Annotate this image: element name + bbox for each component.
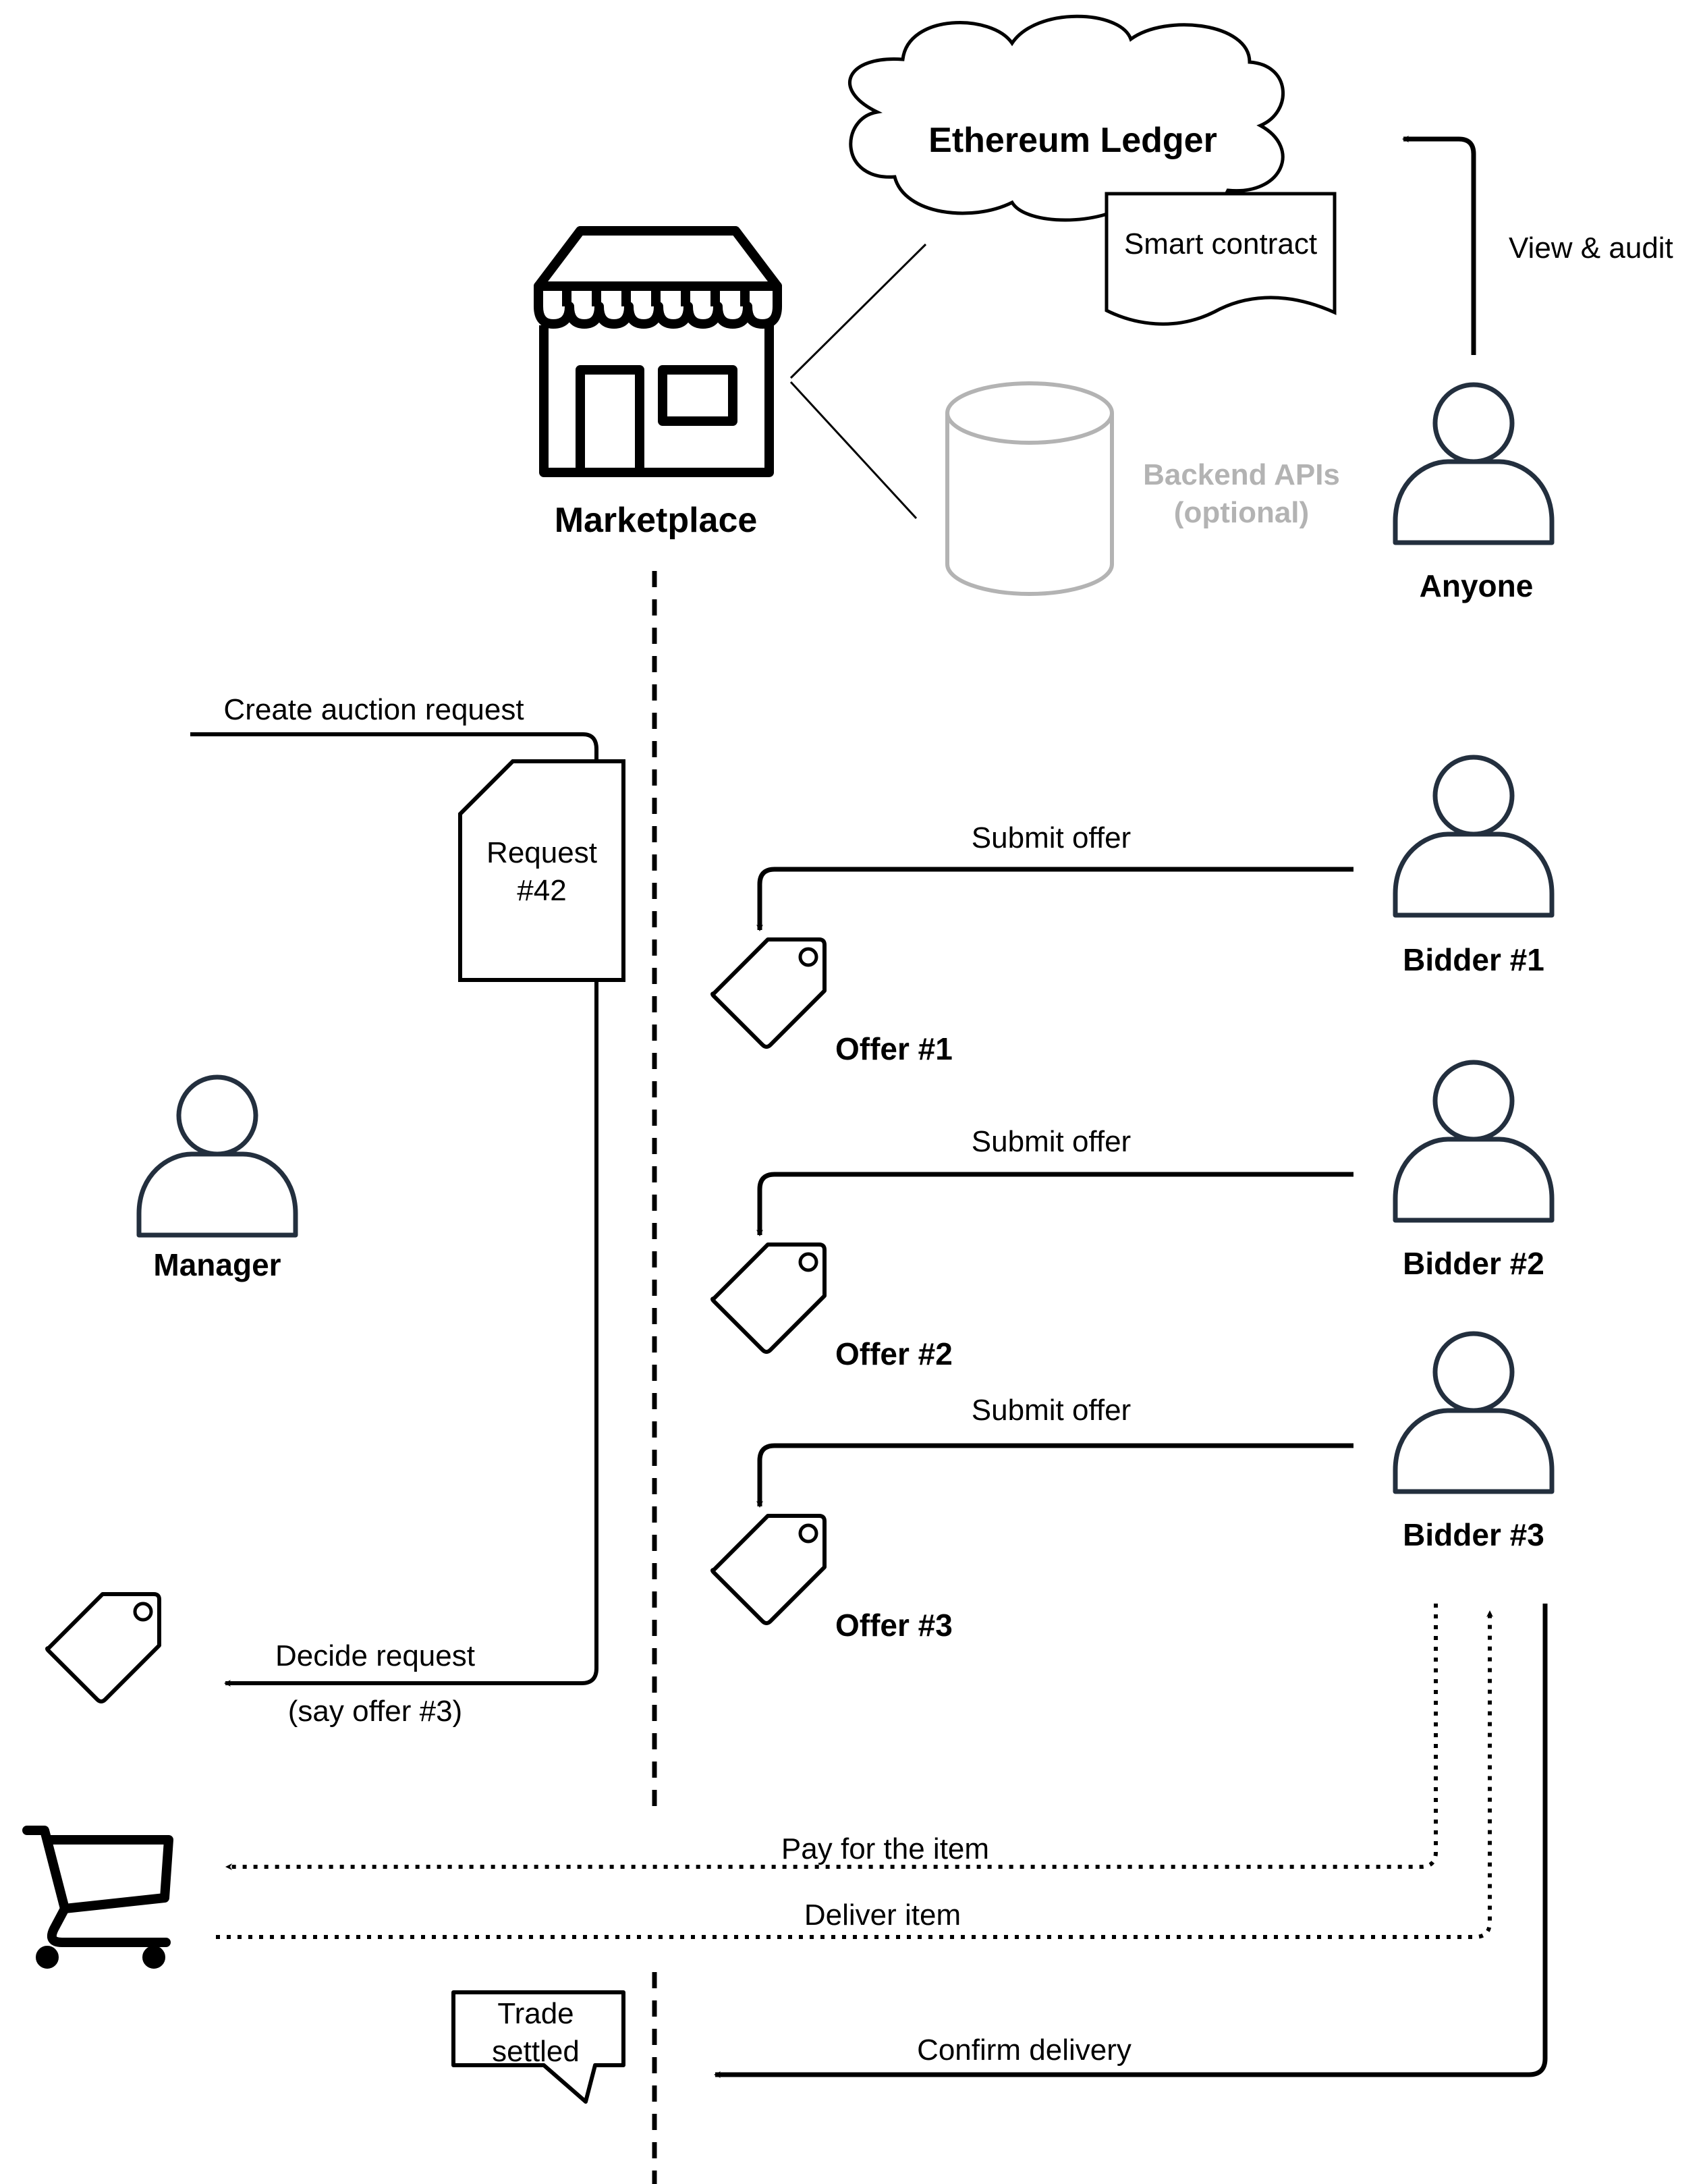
deliver-item-label: Deliver item <box>804 1899 961 1932</box>
shopping-cart-icon <box>22 1826 173 1969</box>
offer-1-label: Offer #1 <box>835 1031 953 1066</box>
cloud-title: Ethereum Ledger <box>928 121 1217 160</box>
trade-settled-callout: Trade settled <box>451 1990 625 2104</box>
offer-3-tag-icon <box>713 1516 825 1623</box>
bidder-3-submit-label: Submit offer <box>972 1394 1131 1427</box>
marketplace-label: Marketplace <box>555 501 758 540</box>
bidder-1-submit-label: Submit offer <box>972 821 1131 854</box>
create-request-line <box>190 732 598 763</box>
bidder-3-submit-arrow <box>756 1443 1353 1508</box>
decide-label-line1: Decide request <box>275 1639 475 1672</box>
manager-offer-tag-icon <box>47 1594 159 1701</box>
anyone-label: Anyone <box>1420 568 1534 603</box>
bidder-1-submit-arrow <box>756 867 1353 931</box>
bidder-1-person-icon <box>1395 757 1552 915</box>
bidder-2-submit-label: Submit offer <box>972 1125 1131 1158</box>
confirm-delivery-label: Confirm delivery <box>917 2033 1132 2067</box>
backend-apis-cylinder: Backend APIs (optional) <box>945 381 1340 596</box>
bidder-2-person-icon <box>1395 1062 1552 1220</box>
trade-settled-line1: Trade <box>497 1997 574 2030</box>
pay-for-item-label: Pay for the item <box>781 1832 989 1865</box>
request-title-line2: #42 <box>517 874 566 907</box>
offer-2-label: Offer #2 <box>835 1336 953 1371</box>
backend-label-line2: (optional) <box>1174 496 1309 529</box>
confirm-delivery-arrow <box>714 1604 1548 2078</box>
bidder-3-person-icon <box>1395 1334 1552 1492</box>
anyone-person-icon <box>1395 385 1552 543</box>
bidder-1-label: Bidder #1 <box>1403 942 1544 977</box>
view-audit-label: View & audit <box>1509 231 1673 265</box>
view-audit-arrow <box>1402 136 1476 355</box>
offer-3-label: Offer #3 <box>835 1608 953 1643</box>
smart-contract-doc: Smart contract <box>1105 192 1337 326</box>
manager-label: Manager <box>153 1247 281 1282</box>
ethereum-ledger-cloud: Ethereum Ledger <box>848 14 1285 222</box>
decide-label-line2: (say offer #3) <box>288 1695 462 1728</box>
decide-request-arrow <box>224 980 598 1687</box>
marketplace-store-icon <box>534 226 782 477</box>
request-document: Request #42 <box>458 759 625 982</box>
marketplace-to-ledger-line <box>789 243 927 379</box>
request-title-line1: Request <box>486 836 597 869</box>
manager-person-icon <box>139 1077 296 1235</box>
trade-settled-line2: settled <box>492 2035 580 2068</box>
backend-label-line1: Backend APIs <box>1143 458 1340 491</box>
offer-1-tag-icon <box>713 939 825 1047</box>
marketplace-to-backend-line <box>789 381 918 520</box>
offer-2-tag-icon <box>713 1245 825 1352</box>
bidder-2-label: Bidder #2 <box>1403 1246 1544 1281</box>
bidder-3-label: Bidder #3 <box>1403 1517 1544 1552</box>
smart-contract-label: Smart contract <box>1124 227 1317 261</box>
bidder-2-submit-arrow <box>756 1172 1353 1236</box>
pay-for-item-arrow <box>225 1604 1438 1870</box>
create-request-label: Create auction request <box>223 693 524 726</box>
